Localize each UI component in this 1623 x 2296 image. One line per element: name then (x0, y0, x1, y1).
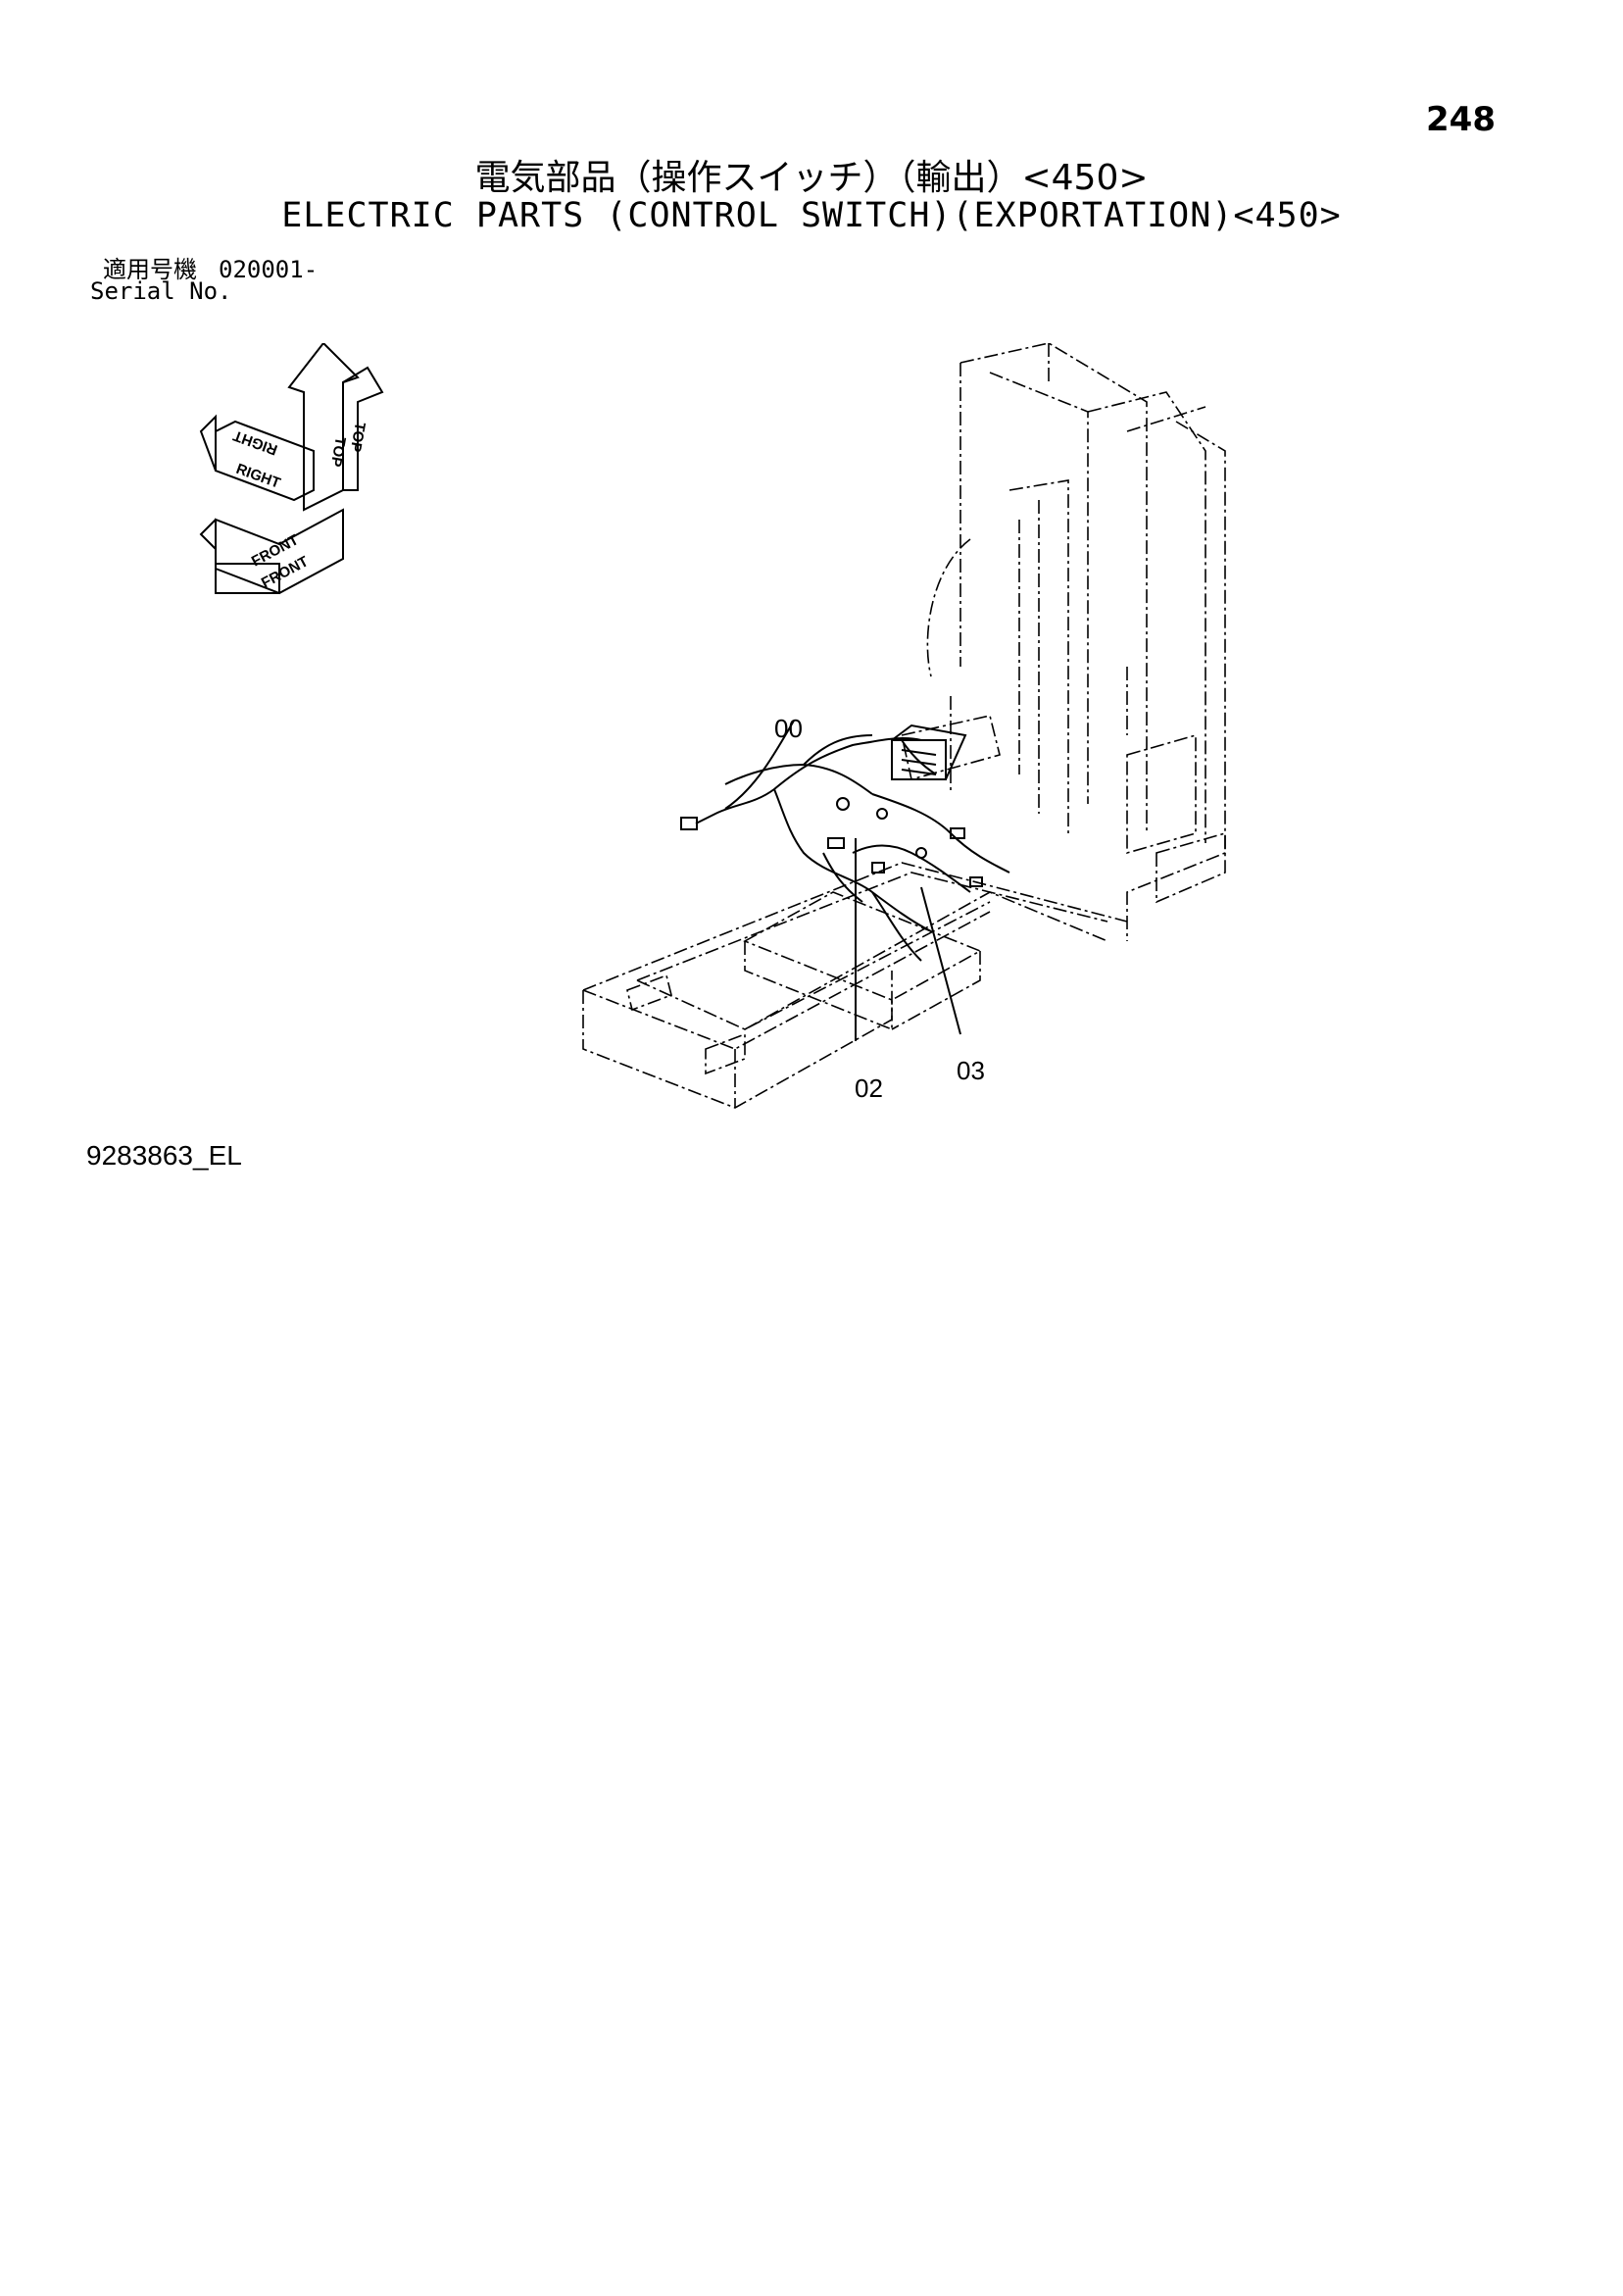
page-title-japanese: 電気部品（操作スイッチ）（輸出）<450> (474, 158, 1149, 198)
serial-number-value: 020001- (219, 256, 319, 283)
callout-00: 00 (774, 714, 803, 743)
orientation-indicator: TOP TOP RIGHT RIGHT FRONT FRONT (199, 343, 384, 595)
top-label-2: TOP (347, 421, 369, 453)
top-arrow-icon (287, 343, 360, 512)
drawing-number: 9283863_EL (86, 1140, 242, 1171)
serial-label-japanese: 適用号機 020001- (103, 250, 318, 284)
callout-02: 02 (855, 1073, 883, 1103)
right-arrow-icon (215, 420, 315, 502)
parts-drawing (582, 343, 1226, 1109)
top-label-1: TOP (327, 435, 349, 468)
serial-label-jp-text: 適用号機 (103, 256, 197, 283)
serial-label-english: Serial No. (90, 277, 232, 305)
page-number: 248 (1426, 100, 1496, 139)
right-label-1: RIGHT (231, 426, 280, 458)
callout-03: 03 (957, 1056, 985, 1085)
page-title-english: ELECTRIC PARTS (CONTROL SWITCH)(EXPORTAT… (281, 196, 1342, 235)
